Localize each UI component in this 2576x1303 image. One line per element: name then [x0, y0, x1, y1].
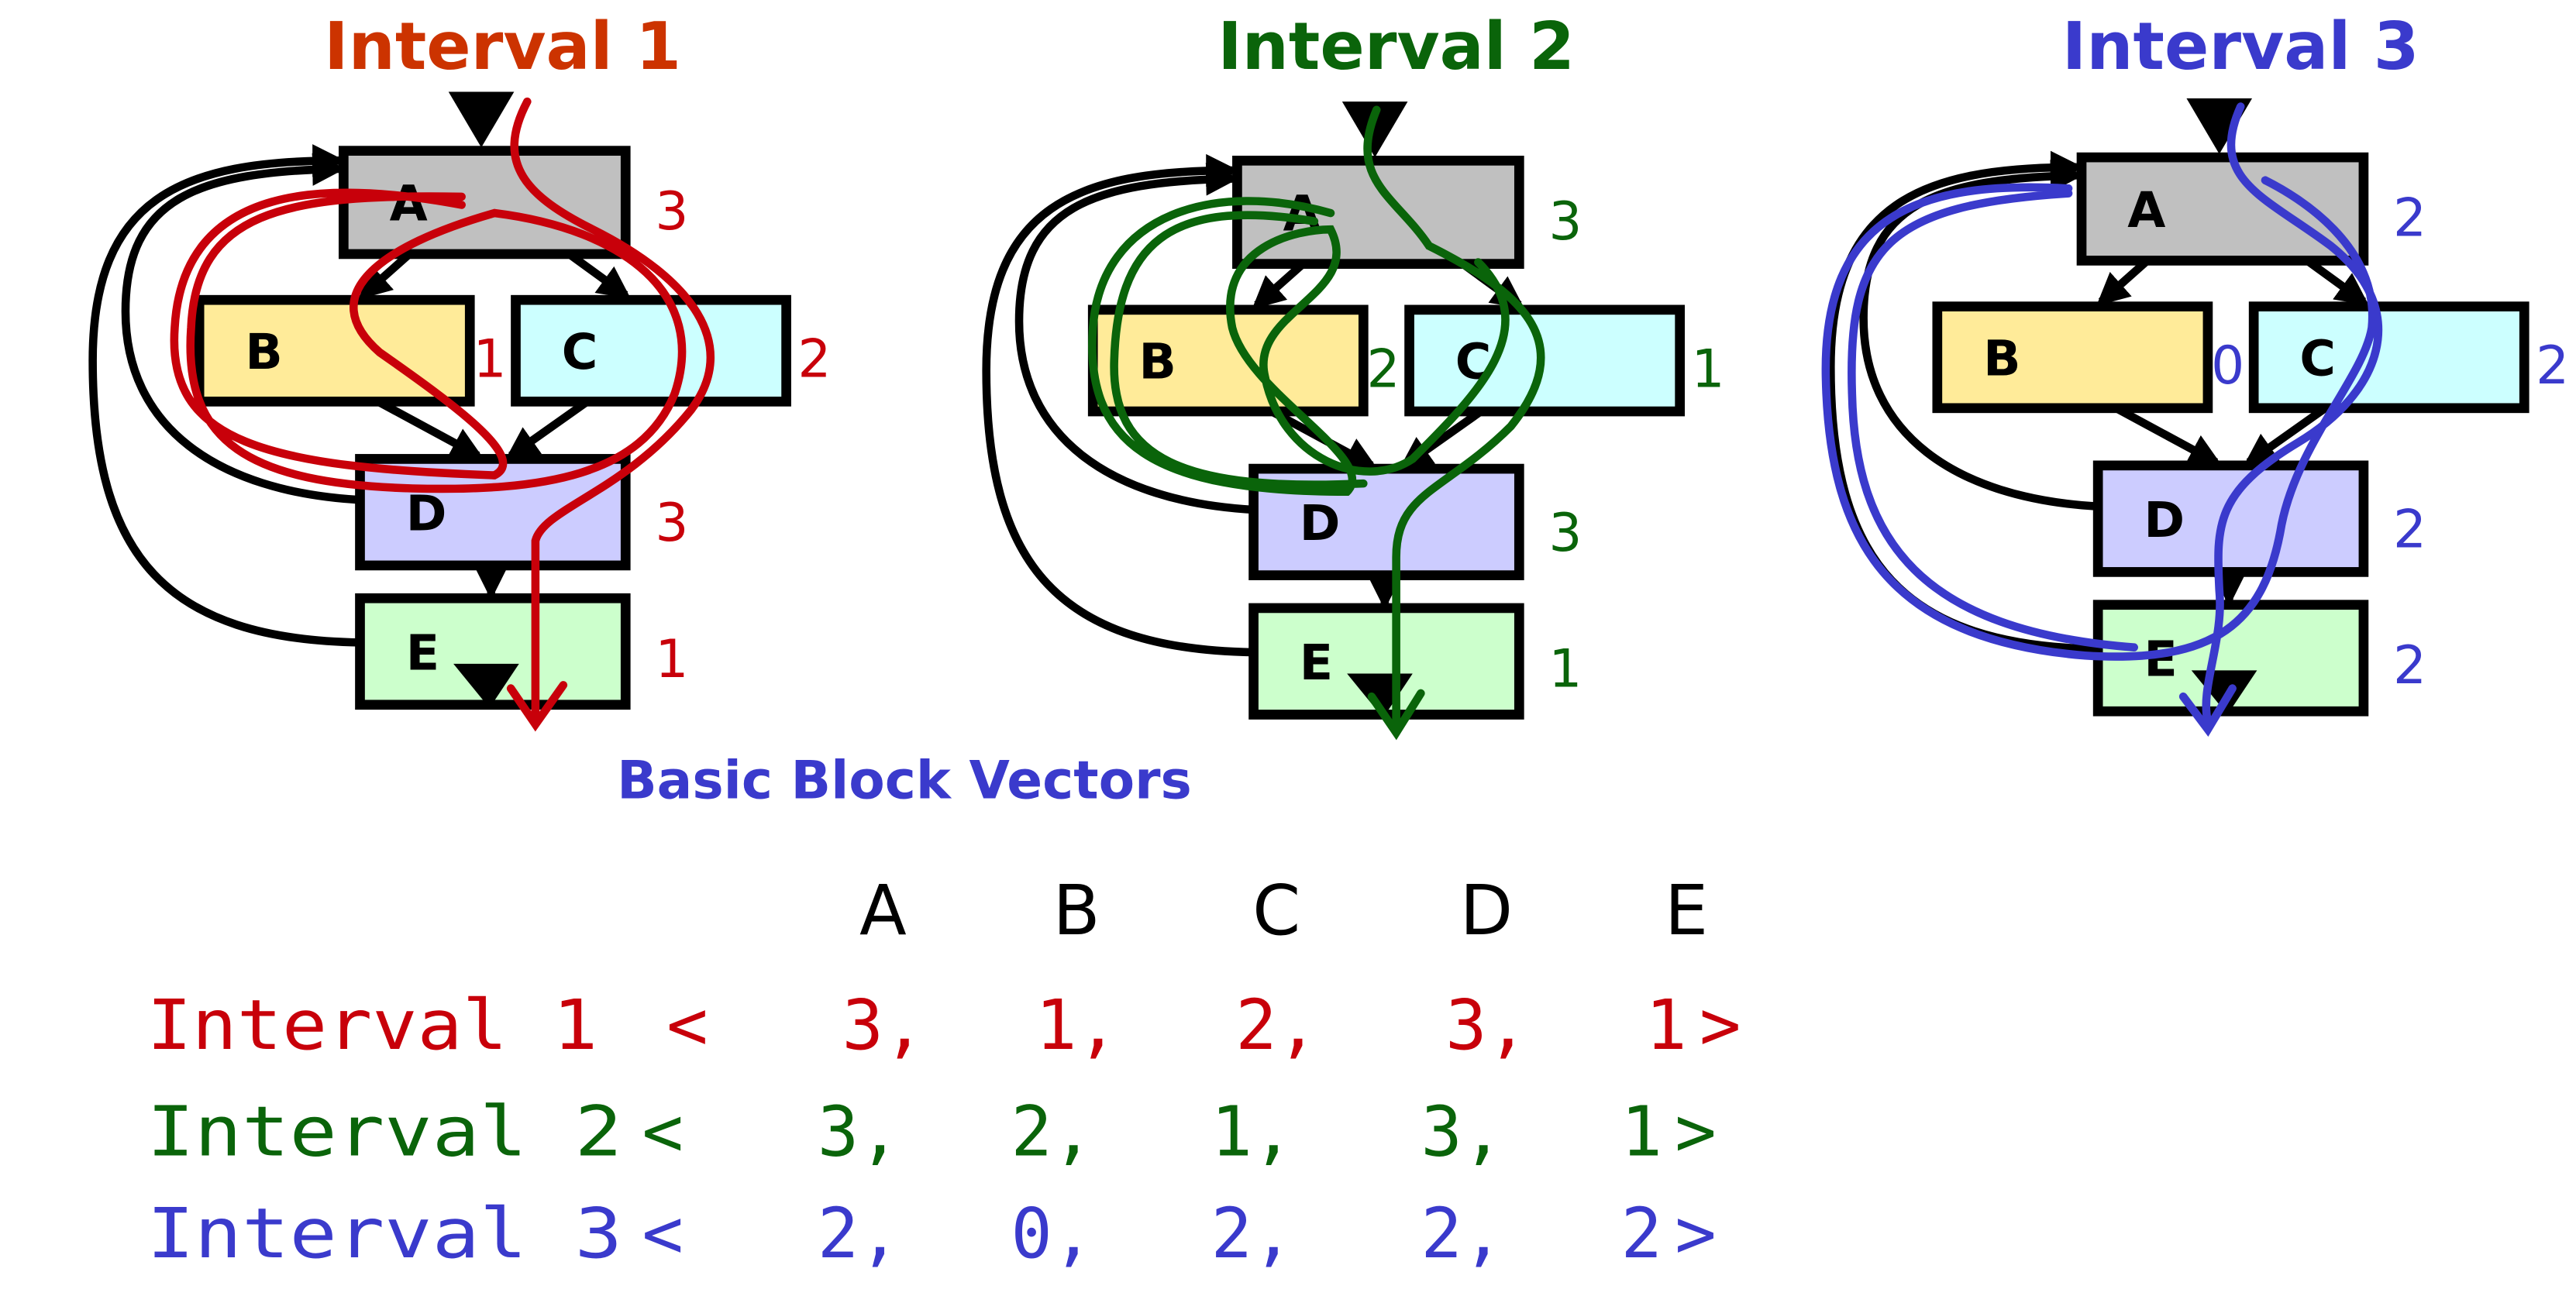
block-label-a: A — [390, 175, 428, 232]
block-b — [1932, 301, 2213, 414]
block-c — [2248, 301, 2530, 414]
interval-title-1: Interval 1 — [324, 8, 681, 84]
block-count-c: 2 — [2536, 335, 2569, 396]
entry-arrow-icon — [448, 91, 515, 148]
block-label-c: C — [562, 323, 598, 380]
block-label-b: B — [1138, 333, 1176, 390]
block-count-a: 3 — [1548, 191, 1582, 252]
block-label-e: E — [1300, 634, 1333, 691]
block-count-a: 2 — [2393, 187, 2426, 249]
row-value: 0, — [1011, 1194, 1093, 1274]
edge-d-a-back — [121, 153, 360, 504]
row-value: 2 — [1620, 1194, 1662, 1274]
row-label: Interval 2 — [146, 1092, 622, 1172]
row-close-bracket: > — [1675, 1092, 1717, 1172]
edge-d-a-back — [1859, 160, 2099, 511]
block-label-e: E — [406, 624, 439, 681]
row-value: 1, — [1211, 1092, 1294, 1172]
block-label-b: B — [245, 323, 282, 380]
block-count-d: 3 — [655, 492, 688, 553]
block-label-d: D — [2144, 491, 2185, 548]
block-label-b: B — [1983, 330, 2020, 387]
block-a — [2076, 152, 2369, 266]
execution-trace-1 — [170, 97, 715, 732]
block-label-d: D — [406, 484, 447, 541]
row-close-bracket: > — [1700, 985, 1741, 1065]
block-count-e: 1 — [655, 628, 688, 689]
edge-d-a-back — [1014, 163, 1254, 514]
exit-arrow-icon — [453, 663, 519, 708]
row-value: 3, — [1421, 1092, 1503, 1172]
row-value: 2, — [818, 1194, 901, 1274]
table-header-a: A — [859, 871, 907, 951]
row-label: Interval 1 — [146, 985, 598, 1065]
block-b — [194, 294, 475, 407]
block-d — [2092, 460, 2369, 577]
row-value: 3, — [818, 1092, 901, 1172]
block-label-d: D — [1300, 494, 1341, 552]
row-close-bracket: > — [1675, 1194, 1717, 1274]
block-count-c: 1 — [1691, 338, 1724, 399]
block-c — [511, 294, 791, 407]
row-value: 2, — [1421, 1194, 1503, 1274]
row-value: 1 — [1620, 1092, 1662, 1172]
execution-trace-2 — [1088, 105, 1545, 741]
row-open-bracket: < — [642, 1092, 684, 1172]
caption-basic-block-vectors: Basic Block Vectors — [617, 749, 1192, 810]
execution-trace-3 — [1821, 102, 2383, 737]
block-count-b: 1 — [473, 328, 506, 390]
table-header-c: C — [1252, 871, 1300, 951]
row-value: 1, — [1035, 985, 1118, 1065]
table-header-b: B — [1053, 871, 1100, 951]
block-count-c: 2 — [797, 328, 831, 390]
row-open-bracket: < — [642, 1194, 684, 1274]
block-count-d: 3 — [1548, 502, 1582, 563]
interval-title-2: Interval 2 — [1217, 8, 1575, 84]
row-value: 2, — [1211, 1194, 1294, 1274]
edge-e-a-back — [982, 153, 1254, 657]
interval-title-3: Interval 3 — [2062, 8, 2419, 84]
block-label-a: A — [2127, 181, 2165, 239]
block-label-c: C — [2299, 330, 2336, 387]
row-label: Interval 3 — [146, 1194, 622, 1274]
block-count-d: 2 — [2393, 499, 2426, 560]
row-value: 3, — [1445, 985, 1528, 1065]
entry-arrow-icon — [1341, 101, 1408, 158]
row-value: 1 — [1645, 985, 1687, 1065]
row-value: 3, — [842, 985, 925, 1065]
row-open-bracket: < — [666, 985, 708, 1065]
block-count-e: 2 — [2393, 634, 2426, 696]
row-value: 2, — [1235, 985, 1318, 1065]
block-count-a: 3 — [655, 180, 688, 242]
edge-e-a-back — [88, 144, 360, 647]
block-count-e: 1 — [1548, 638, 1582, 699]
table-header-e: E — [1665, 871, 1708, 951]
block-count-b: 2 — [1367, 338, 1400, 399]
block-count-b: 0 — [2211, 335, 2244, 396]
row-value: 2, — [1011, 1092, 1093, 1172]
table-header-d: D — [1460, 871, 1513, 951]
